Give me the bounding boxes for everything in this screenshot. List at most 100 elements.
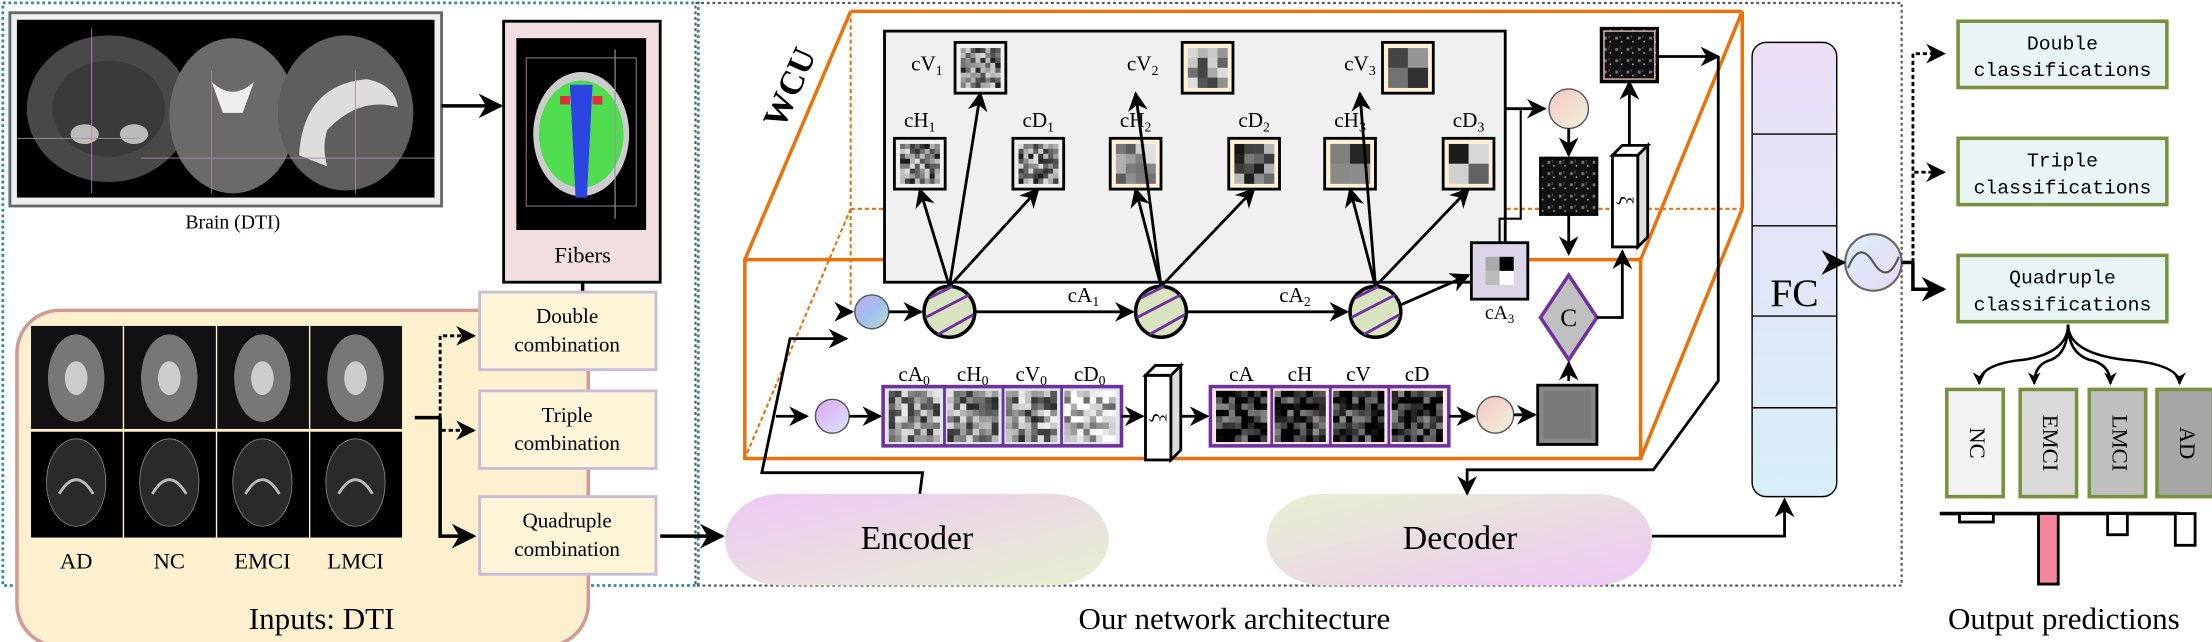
classification-line1: Double (2027, 33, 2098, 55)
coeff-tile-cv3 (1388, 48, 1429, 88)
coeff-tile-out-cd (1391, 390, 1443, 443)
xi-block-bottom: ξ (1142, 362, 1185, 464)
concat-label: C (1560, 304, 1577, 332)
level0-entry-node (814, 398, 850, 434)
class-box-ad: AD (2155, 387, 2212, 499)
sigmoid-node (1844, 233, 1903, 292)
fused-image-mid (1539, 156, 1599, 216)
coeff-label-out-ca: cA (1229, 362, 1254, 386)
coeff-label-ca1: cA1 (1068, 283, 1100, 309)
combination-line1: Quadruple (522, 509, 611, 533)
coeff-tile-cd2 (1234, 143, 1275, 184)
decoder-block[interactable]: Decoder (1266, 493, 1652, 586)
coeff-label-ch1: cH1 (904, 108, 936, 134)
coeff-tile-cv1 (960, 48, 1001, 88)
brain-caption: Brain (DTI) (185, 212, 280, 234)
peach-node-bottom (1476, 395, 1515, 434)
class-prediction-boxes: NC EMCI LMCI AD (1945, 387, 2212, 499)
coeff-label-ca2: cA2 (1279, 283, 1311, 309)
coeff-tile-cd0 (1064, 390, 1116, 443)
sigmoid-icon (1847, 251, 1900, 274)
encoder-block[interactable]: Encoder (725, 493, 1109, 586)
class-box-label: NC (1965, 427, 1990, 458)
coeff-tile-out-ca (1216, 390, 1268, 443)
class-box-label: EMCI (2038, 415, 2063, 471)
coeff-tile-ch1 (900, 143, 940, 184)
class-branch-arrow (2066, 324, 2117, 386)
coeff-tile-out-cv (1333, 390, 1385, 443)
coeff-label-out-cv: cV (1346, 362, 1371, 386)
branch-to-triple-class (1911, 162, 1946, 263)
classification-line1: Triple (2027, 151, 2098, 173)
class-box-label: AD (2175, 427, 2200, 460)
coeff-label-out-ch: cH (1288, 362, 1313, 386)
classification-line1: Quadruple (2009, 268, 2116, 290)
combination-line1: Triple (542, 403, 593, 427)
fibers-box (502, 19, 662, 284)
combination-box[interactable]: Quadruple combination (478, 495, 658, 576)
combination-line2: combination (514, 537, 620, 561)
class-box-lmci: LMCI (2087, 387, 2148, 499)
wavelet-transform-node (922, 284, 977, 339)
inputs-caption: Inputs: DTI (249, 601, 395, 636)
output-classifications: DoubleclassificationsTripleclassificatio… (1956, 19, 2186, 386)
classification-box[interactable]: Triple classifications (1956, 136, 2169, 207)
coeff-label-out-cd: cD (1405, 362, 1430, 386)
arrow-decoder-to-fc (1651, 497, 1795, 538)
xi-symbol-bottom: ξ (1148, 413, 1170, 422)
wavelet-transform-node (1133, 284, 1189, 339)
fc-layer[interactable]: FC (1751, 41, 1838, 498)
prediction-bar-lmci (2106, 512, 2129, 537)
classification-line2: classifications (1974, 294, 2152, 316)
prediction-bars (1958, 512, 2197, 586)
coeff-tile-ca0 (888, 390, 940, 443)
peach-node-top (1548, 88, 1590, 130)
ca3-label: cA3 (1485, 302, 1514, 326)
coeff-tile-cv0 (1005, 390, 1058, 443)
decoder-label: Decoder (1403, 520, 1518, 557)
prediction-bar-ad (2173, 512, 2197, 547)
concat-node (1538, 271, 1600, 363)
fc-label: FC (1770, 271, 1818, 315)
combination-boxes: DoublecombinationTriplecombinationQuadru… (478, 290, 658, 576)
class-box-label: LMCI (2107, 415, 2132, 471)
class-branch-arrow (2027, 324, 2070, 386)
classification-line2: classifications (1974, 177, 2152, 199)
class-label: LMCI (327, 549, 383, 574)
coeff-label-cv0: cV0 (1015, 362, 1047, 388)
coeff-tile-out-ch (1274, 390, 1326, 443)
coeff-label-ch0: cH0 (957, 362, 989, 388)
prediction-bar-nc (1958, 512, 1995, 524)
wcu-label: WCU (756, 42, 823, 133)
combination-line2: combination (514, 431, 620, 455)
class-branch-arrow (2066, 324, 2186, 386)
coeff-label-cd0: cD0 (1074, 362, 1106, 388)
class-label: EMCI (234, 549, 290, 574)
class-box-emci: EMCI (2018, 387, 2079, 499)
xi-symbol-top: ξ (1615, 196, 1637, 205)
coeff-tile-cd3 (1448, 143, 1489, 184)
fusion-area: cA3 C ξ (1457, 26, 1721, 496)
class-box-nc: NC (1945, 387, 2005, 499)
brain-dti-image (8, 11, 443, 208)
wavelet-nodes: cA1 cA2 (834, 91, 1471, 339)
class-branch-arrow (1972, 324, 2070, 386)
ca3-image (1469, 241, 1530, 301)
wavelet-transform-node (1348, 284, 1403, 339)
branch-to-double (438, 325, 476, 418)
combination-box[interactable]: Triple combination (478, 389, 658, 470)
coeff-label-cv3: cV3 (1344, 52, 1376, 78)
prediction-bar-emci (2037, 512, 2060, 586)
class-label: NC (154, 549, 185, 574)
xi-block-top: ξ (1609, 141, 1652, 251)
coeff-tile-cv2 (1187, 48, 1228, 88)
arrow-encoder-to-wcu (760, 328, 925, 494)
encoder-label: Encoder (861, 520, 974, 557)
network-panel-border (694, 1, 1903, 587)
network-caption: Our network architecture (1079, 601, 1391, 636)
branch-to-quadruple (438, 417, 477, 549)
classification-box[interactable]: Quadruple classifications (1956, 253, 2169, 324)
